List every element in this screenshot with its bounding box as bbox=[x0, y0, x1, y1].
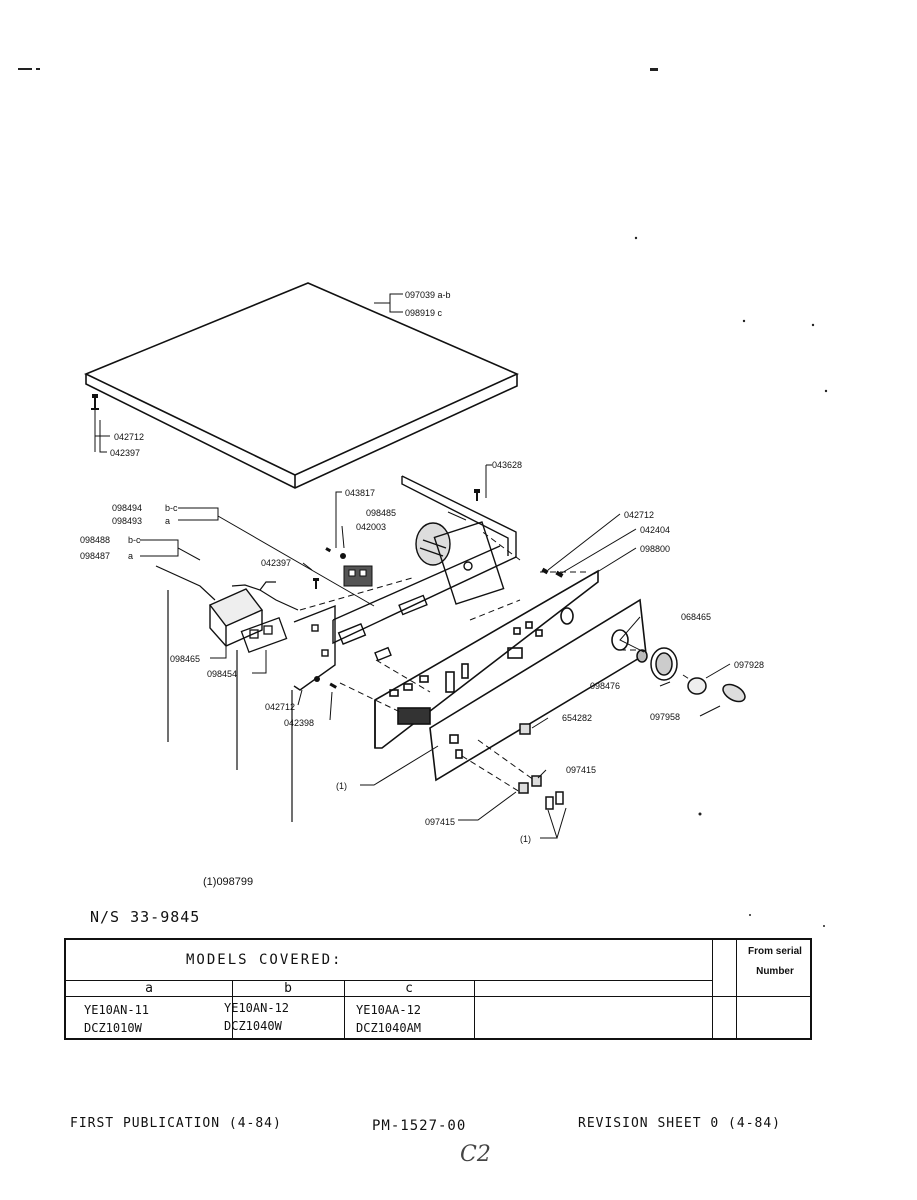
callout-098493: 098493 bbox=[112, 516, 142, 526]
callout-042712-left: 042712 bbox=[114, 432, 144, 442]
model-b-number: YE10AN-12 bbox=[224, 1001, 290, 1015]
callout-098488: 098488 bbox=[80, 535, 110, 545]
callout-068465: 068465 bbox=[681, 612, 711, 622]
callout-098488-suffix: b-c bbox=[128, 535, 141, 545]
callout-098493-suffix: a bbox=[165, 516, 170, 526]
callout-097415-a: 097415 bbox=[566, 765, 596, 775]
timer-motor-098485 bbox=[415, 521, 505, 605]
callout-098494-suffix: b-c bbox=[165, 503, 178, 513]
model-c: YE10AA-12 DCZ1040AM bbox=[356, 1001, 421, 1037]
models-title: MODELS COVERED: bbox=[186, 952, 343, 968]
footnote-098799: (1)098799 bbox=[203, 876, 254, 888]
screw-042712-left bbox=[91, 394, 99, 410]
col-b-header: b bbox=[284, 981, 292, 996]
model-a-number: YE10AN-11 bbox=[84, 1003, 150, 1017]
col-a-header: a bbox=[145, 981, 153, 996]
side-bracket bbox=[293, 604, 336, 691]
switch-042003 bbox=[343, 565, 373, 587]
callout-043817: 043817 bbox=[345, 488, 375, 498]
callout-098476: 098476 bbox=[590, 681, 620, 691]
callout-042398: 042398 bbox=[284, 718, 314, 728]
model-a-brand: DCZ1010W bbox=[84, 1021, 142, 1035]
ns-number: N/S 33-9845 bbox=[90, 908, 201, 926]
callout-labels: 097039 a-b 098919 c 042712 042397 043628… bbox=[80, 290, 764, 844]
callout-098919: 098919 c bbox=[405, 308, 443, 318]
col-c-header: c bbox=[405, 981, 413, 996]
callout-098485: 098485 bbox=[366, 508, 396, 518]
callout-098494: 098494 bbox=[112, 503, 142, 513]
top-panel bbox=[84, 282, 519, 489]
callout-098487: 098487 bbox=[80, 551, 110, 561]
callout-098454: 098454 bbox=[207, 669, 237, 679]
footer-revision: REVISION SHEET 0 (4-84) bbox=[578, 1116, 782, 1131]
callout-098800: 098800 bbox=[640, 544, 670, 554]
models-covered-table: MODELS COVERED: From serial Number a b c… bbox=[64, 938, 812, 1040]
callout-042397-left: 042397 bbox=[110, 448, 140, 458]
callout-098487-suffix: a bbox=[128, 551, 133, 561]
callout-097039: 097039 a-b bbox=[405, 290, 451, 300]
callout-098465: 098465 bbox=[170, 654, 200, 664]
from-serial-line1: From serial bbox=[748, 946, 802, 957]
terminal-block-098454 bbox=[240, 616, 288, 654]
callout-654282: 654282 bbox=[562, 713, 592, 723]
callout-043628: 043628 bbox=[492, 460, 522, 470]
scan-specks bbox=[18, 68, 828, 927]
model-c-brand: DCZ1040AM bbox=[356, 1021, 422, 1035]
model-c-number: YE10AA-12 bbox=[356, 1003, 422, 1017]
footer-first-publication: FIRST PUBLICATION (4-84) bbox=[70, 1116, 282, 1131]
callout-042003: 042003 bbox=[356, 522, 386, 532]
handwritten-note: C2 bbox=[460, 1142, 491, 1167]
knob-assembly bbox=[518, 647, 746, 810]
footer-pm-number: PM-1527-00 bbox=[372, 1118, 467, 1134]
callout-097415-b: 097415 bbox=[425, 817, 455, 827]
from-serial-header: From serial Number bbox=[738, 942, 812, 982]
callout-1-right: (1) bbox=[520, 834, 531, 844]
model-b-brand: DCZ1040W bbox=[224, 1019, 282, 1033]
callout-097928: 097928 bbox=[734, 660, 764, 670]
model-b: YE10AN-12 DCZ1040W bbox=[224, 999, 289, 1035]
from-serial-line2: Number bbox=[756, 966, 794, 977]
callout-042712-mid: 042712 bbox=[265, 702, 295, 712]
callout-042404: 042404 bbox=[640, 525, 670, 535]
model-a: YE10AN-11 DCZ1010W bbox=[84, 1001, 149, 1037]
callout-097958: 097958 bbox=[650, 712, 680, 722]
callout-042397-mid: 042397 bbox=[261, 558, 291, 568]
callout-1-left: (1) bbox=[336, 781, 347, 791]
control-panel-098800 bbox=[374, 569, 599, 749]
callout-042712-right: 042712 bbox=[624, 510, 654, 520]
